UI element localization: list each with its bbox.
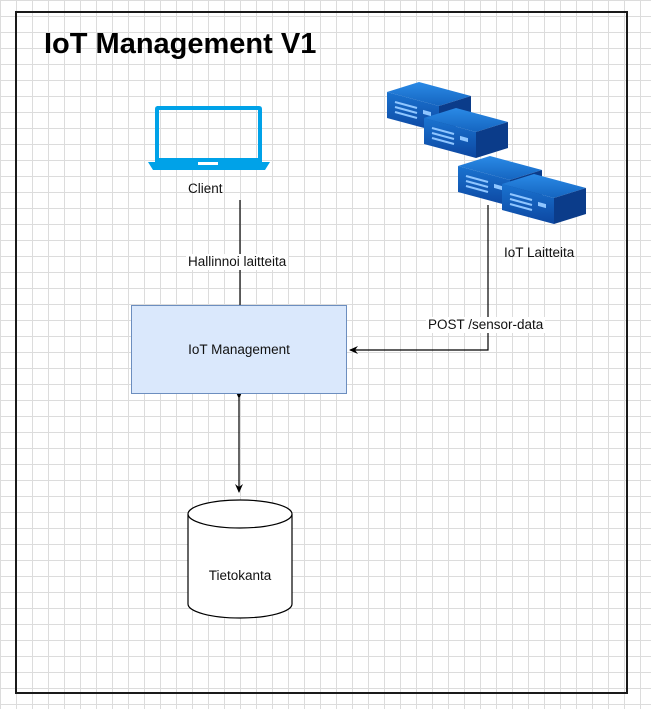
- database-cylinder: [187, 499, 293, 619]
- diagram-title: IoT Management V1: [44, 28, 317, 60]
- edge-label-devices-service: POST /sensor-data: [426, 317, 546, 333]
- diagram-frame: [15, 11, 628, 694]
- edge-label-client-service: Hallinnoi laitteita: [186, 254, 289, 270]
- server-rack-icon: [386, 81, 587, 225]
- database-label: Tietokanta: [208, 568, 272, 583]
- edge-devices-service: [349, 205, 489, 354]
- laptop-icon: [148, 106, 270, 170]
- client-label: Client: [188, 181, 223, 196]
- iot-management-box[interactable]: IoT Management: [131, 305, 347, 394]
- iot-management-label: IoT Management: [188, 342, 290, 357]
- iot-devices-label: IoT Laitteita: [504, 245, 575, 260]
